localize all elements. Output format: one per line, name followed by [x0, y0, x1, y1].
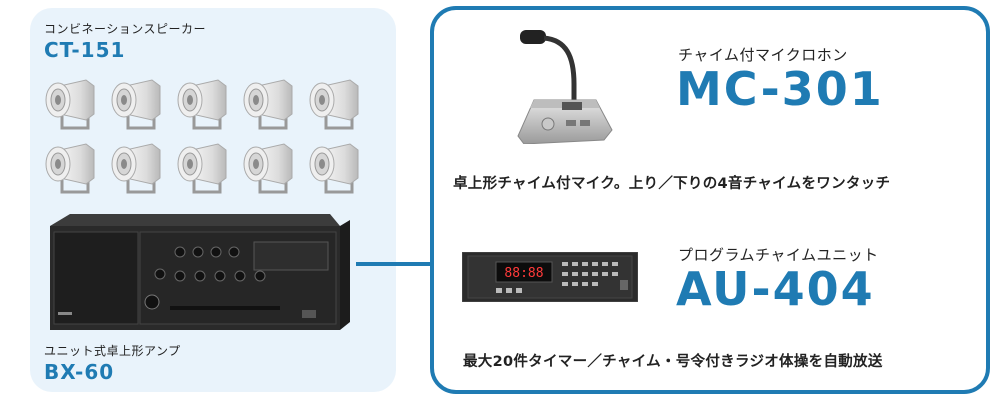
speaker-icon	[240, 76, 300, 134]
speaker-icon	[108, 76, 168, 134]
speaker-icon	[306, 140, 366, 198]
microphone-description: 卓上形チャイム付マイク。上り／下りの4音チャイムをワンタッチ	[453, 176, 891, 192]
amplifier-caption: ユニット式卓上形アンプ	[44, 344, 181, 358]
microphone-image	[517, 30, 613, 144]
connector-line	[356, 262, 432, 266]
chime-unit-display: 88:88	[504, 266, 543, 281]
speaker-icon	[42, 76, 102, 134]
speaker-icon	[240, 140, 300, 198]
product-detail-panel	[430, 6, 990, 394]
speaker-icon	[174, 140, 234, 198]
microphone-model: MC-301	[676, 62, 884, 116]
amplifier-model: BX-60	[44, 360, 115, 384]
microphone-subtitle: チャイム付マイクロホン	[678, 46, 848, 64]
chime-unit-model: AU-404	[676, 262, 875, 316]
chime-unit-subtitle: プログラムチャイムユニット	[678, 246, 879, 264]
chime-unit-description: 最大20件タイマー／チャイム・号令付きラジオ体操を自動放送	[463, 354, 883, 370]
speaker-grid	[42, 76, 362, 206]
speaker-icon	[42, 140, 102, 198]
chime-unit-image: 88:88	[462, 252, 638, 302]
speaker-icon	[306, 76, 366, 134]
speaker-model: CT-151	[44, 38, 126, 62]
speaker-icon	[174, 76, 234, 134]
speaker-caption: コンビネーションスピーカー	[44, 22, 207, 36]
amplifier-image	[50, 214, 350, 330]
speaker-icon	[108, 140, 168, 198]
